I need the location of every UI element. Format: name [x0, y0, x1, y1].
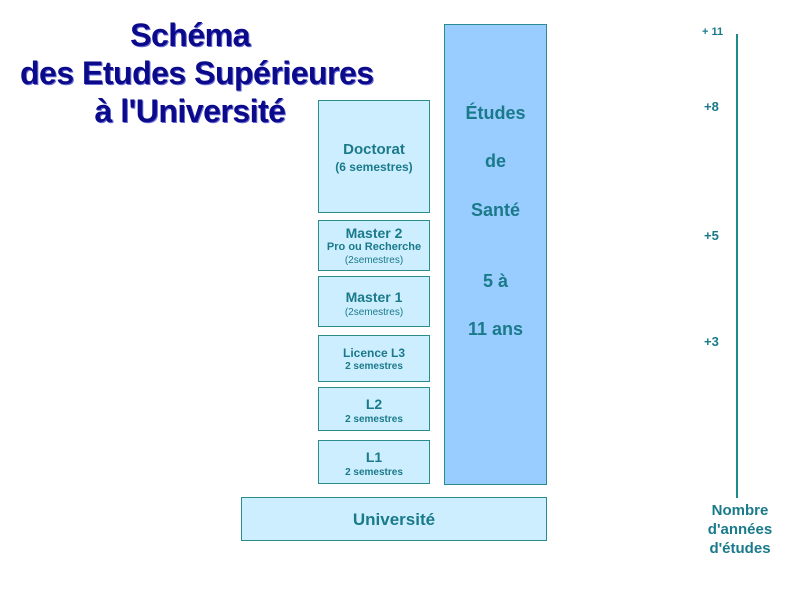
axis-label-line-2: d'années	[707, 521, 773, 538]
sante-line-4: 5 à	[482, 271, 509, 291]
licence3-box: Licence L3 2 semestres	[318, 335, 430, 382]
master1-duration: (2semestres)	[344, 307, 404, 318]
l2-duration: 2 semestres	[345, 414, 403, 425]
master2-box: Master 2 Pro ou Recherche (2semestres)	[318, 220, 430, 271]
tick-plus-3: +3	[704, 334, 719, 349]
l1-label: L1	[365, 449, 383, 465]
universite-label: Université	[352, 510, 436, 529]
master2-type: Pro ou Recherche	[326, 241, 422, 253]
years-axis-label: Nombre d'années d'études	[700, 501, 780, 558]
title-line-2: des Etudes Supérieures	[20, 55, 374, 91]
years-axis-line	[736, 34, 738, 498]
licence3-label: Licence L3	[342, 346, 406, 360]
master1-label: Master 1	[345, 289, 403, 305]
l2-label: L2	[365, 396, 383, 412]
axis-label-line-3: d'études	[709, 540, 771, 557]
doctorat-duration: (6 semestres)	[335, 160, 413, 174]
tick-plus-8: +8	[704, 99, 719, 114]
diagram-title: Schéma des Etudes Supérieures à l'Univer…	[20, 16, 374, 130]
universite-box: Université	[241, 497, 547, 541]
l2-box: L2 2 semestres	[318, 387, 430, 431]
tick-plus-5: +5	[704, 228, 719, 243]
l1-box: L1 2 semestres	[318, 440, 430, 484]
master1-box: Master 1 (2semestres)	[318, 276, 430, 327]
licence3-duration: 2 semestres	[345, 361, 403, 372]
sante-line-5: 11 ans	[467, 319, 524, 339]
sante-column: Études de Santé 5 à 11 ans	[444, 24, 547, 485]
axis-label-line-1: Nombre	[711, 502, 769, 519]
master2-label: Master 2	[345, 225, 403, 241]
tick-plus-11: + 11	[702, 26, 724, 38]
sante-line-1: Études	[465, 103, 526, 123]
title-line-1: Schéma	[130, 17, 250, 53]
sante-line-2: de	[484, 151, 506, 171]
sante-line-3: Santé	[470, 200, 521, 220]
doctorat-label: Doctorat	[343, 141, 405, 158]
l1-duration: 2 semestres	[345, 467, 403, 478]
master2-duration: (2semestres)	[344, 255, 404, 266]
doctorat-box: Doctorat (6 semestres)	[318, 100, 430, 213]
title-line-3: à l'Université	[94, 93, 286, 129]
